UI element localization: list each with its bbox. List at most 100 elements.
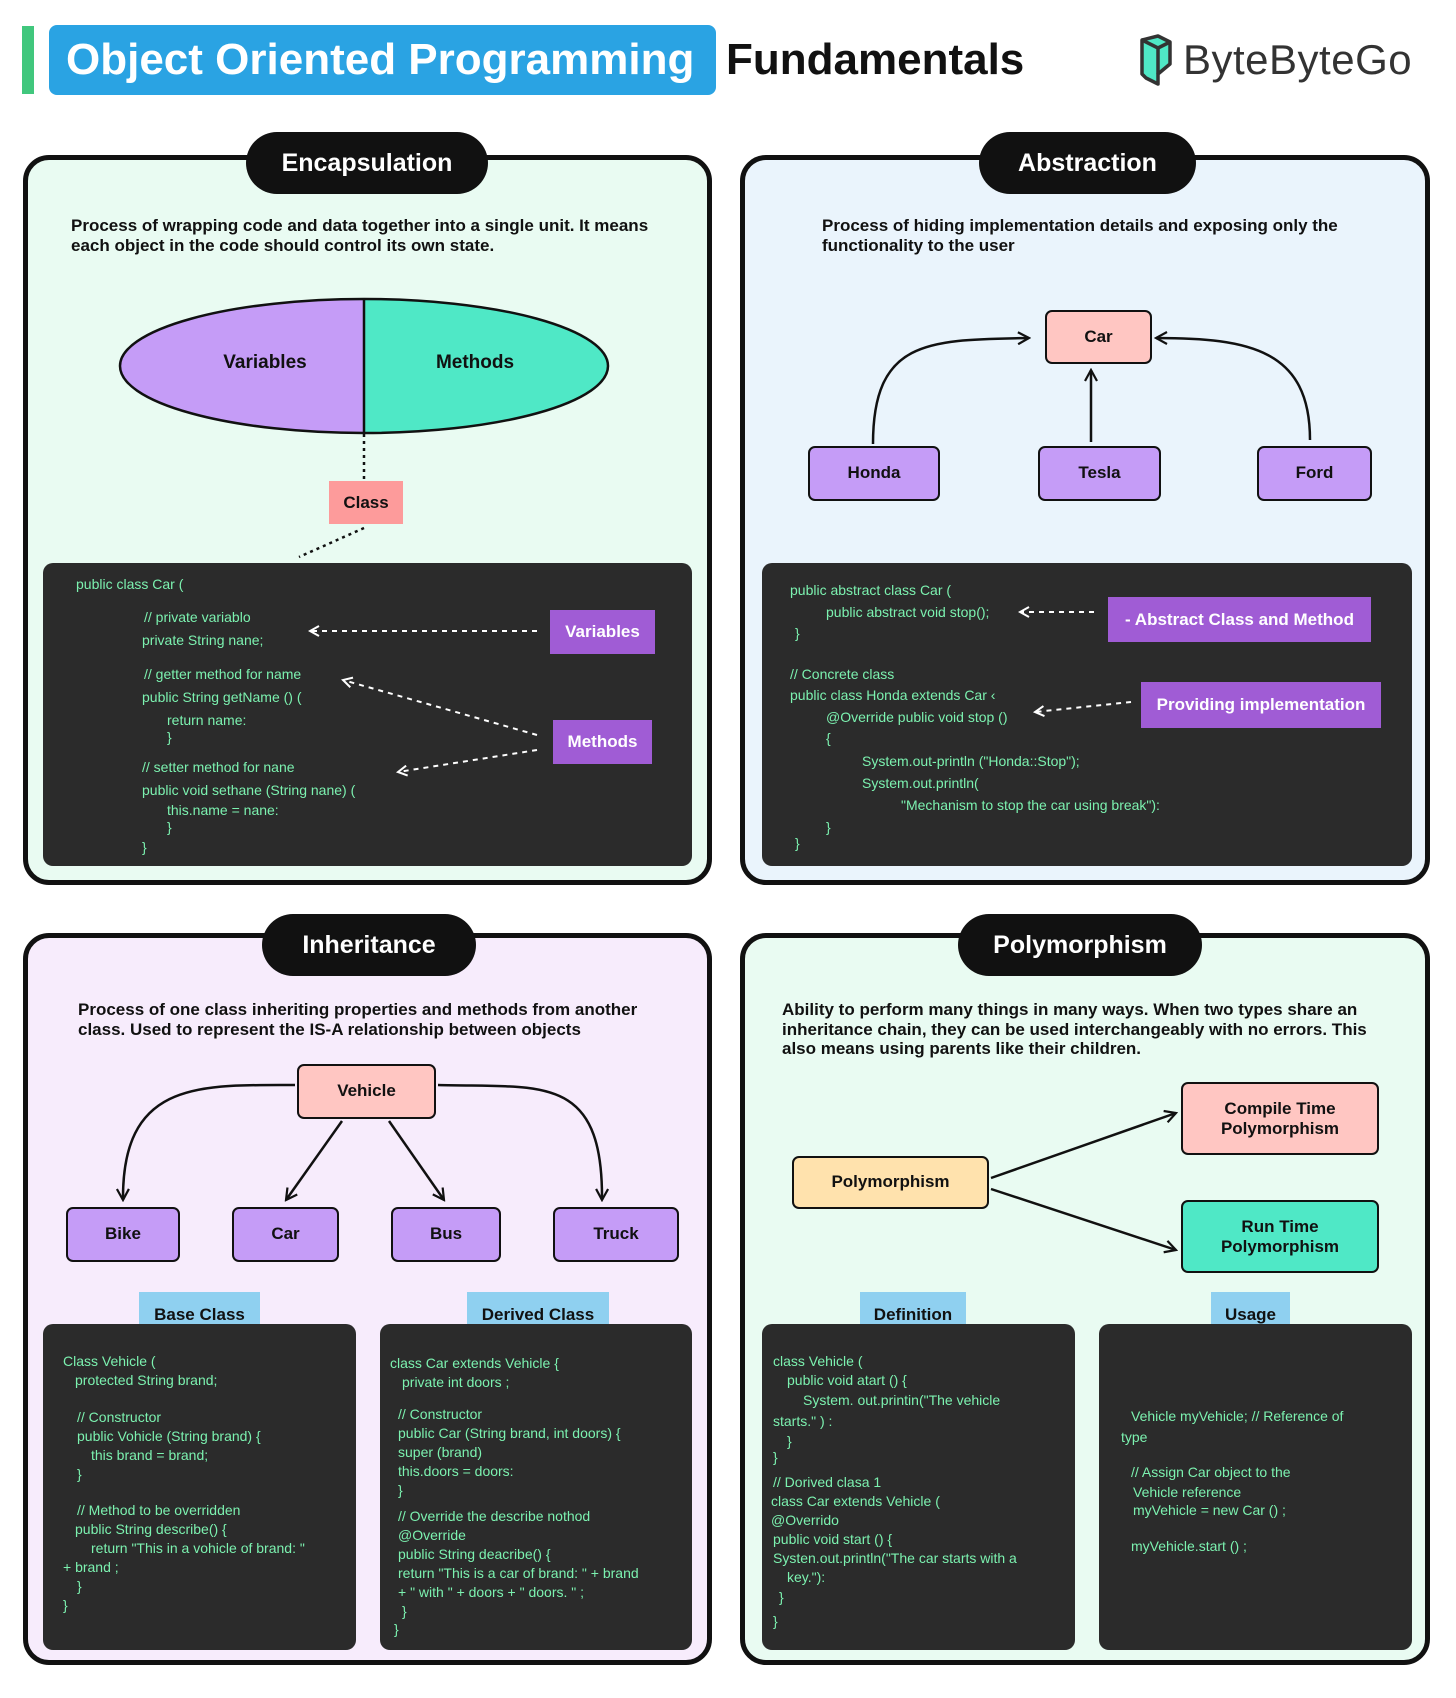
car-parent-node: Car [1045, 310, 1152, 364]
code-line: } [63, 1597, 68, 1613]
truck-node: Truck [553, 1207, 679, 1262]
code-line: } [795, 625, 800, 641]
code-line: } [167, 729, 172, 745]
code-line: // Dorived clasa 1 [773, 1474, 882, 1490]
code-line: Vehicle myVehicle; // Reference of [1131, 1408, 1344, 1424]
code-line: return name: [167, 712, 247, 728]
bike-node: Bike [66, 1207, 180, 1262]
code-line: } [826, 819, 831, 835]
polymorphism-root-node: Polymorphism [792, 1156, 989, 1209]
code-line: this.doors = doors: [398, 1463, 514, 1479]
abstraction-description: Process of hiding implementation details… [822, 216, 1338, 255]
vehicle-parent-node: Vehicle [297, 1064, 436, 1119]
code-line: // Method to be overridden [77, 1502, 241, 1518]
code-line: public abstract class Car ( [790, 582, 952, 598]
code-line: } [773, 1613, 778, 1629]
polymorphism-title: Polymorphism [958, 914, 1202, 976]
code-line: } [402, 1603, 407, 1619]
code-line: public abstract void stop(); [826, 604, 990, 620]
encapsulation-code-block: public class Car ( // private variablo p… [43, 563, 692, 866]
code-line: public String getName () ( [142, 689, 302, 705]
code-line: class Car extends Vehicle ( [771, 1493, 940, 1509]
polymorphism-description: Ability to perform many things in many w… [782, 1000, 1367, 1058]
code-line: public void sethane (String nane) ( [142, 782, 356, 798]
variables-methods-oval [118, 297, 610, 435]
definition-code-block: class Vehicle ( public void atart () { S… [762, 1324, 1075, 1650]
honda-node: Honda [808, 446, 940, 501]
code-line: System. out.printin("The vehicle [803, 1392, 1001, 1408]
code-line: this.name = nane: [167, 802, 279, 818]
code-line: @Override [398, 1527, 466, 1543]
class-label: Class [329, 481, 403, 524]
code-line: System.out-println ("Honda::Stop"); [862, 753, 1080, 769]
bytebytego-logo-icon [1140, 34, 1172, 86]
code-line: } [167, 819, 172, 835]
code-line: type [1121, 1429, 1148, 1445]
inheritance-title: Inheritance [262, 914, 476, 976]
oval-methods-label: Methods [435, 352, 515, 373]
brand-name: ByteByteGo [1183, 36, 1413, 83]
variables-tag: Variables [550, 610, 655, 654]
code-line: "Mechanism to stop the car using break")… [901, 797, 1160, 813]
code-line: } [779, 1589, 784, 1605]
code-line: // Constructor [398, 1406, 483, 1422]
code-line: } [398, 1482, 403, 1498]
code-line: public void atart () { [787, 1372, 907, 1388]
oval-variables-label: Variables [223, 352, 307, 373]
code-line: class Vehicle ( [773, 1353, 863, 1369]
usage-code-block: Vehicle myVehicle; // Reference of type … [1099, 1324, 1412, 1650]
code-line: @Override public void stop () [826, 709, 1008, 725]
code-line: } [795, 835, 800, 851]
code-line: starts." ) : [773, 1413, 833, 1429]
code-line: private String nane; [142, 632, 264, 648]
code-line: Vehicle reference [1133, 1484, 1242, 1500]
code-line: public class Car ( [76, 576, 184, 592]
title-accent-bar [22, 26, 34, 94]
code-line: // private variablo [144, 609, 251, 625]
code-line: } [77, 1466, 82, 1482]
code-line: // Assign Car object to the [1131, 1464, 1291, 1480]
page-title-highlight: Object Oriented Programming [49, 25, 716, 95]
code-line: private int doors ; [402, 1374, 510, 1390]
ford-node: Ford [1257, 446, 1372, 501]
code-line: public String describe() { [75, 1521, 227, 1537]
implementation-tag: Providing implementation [1141, 682, 1381, 728]
code-line: public void start () { [773, 1531, 893, 1547]
page-title-rest: Fundamentals [726, 35, 1025, 84]
code-line: { [826, 730, 831, 746]
code-line: key."): [787, 1569, 826, 1585]
code-line: Class Vehicle ( [63, 1353, 156, 1369]
code-line: } [142, 839, 147, 855]
code-line: // Concrete class [790, 666, 895, 682]
code-line: } [773, 1449, 778, 1465]
code-line: // Override the describe nothod [398, 1508, 591, 1524]
run-time-node: Run Time Polymorphism [1181, 1200, 1379, 1273]
compile-time-node: Compile Time Polymorphism [1181, 1082, 1379, 1155]
code-line: class Car extends Vehicle { [390, 1355, 559, 1371]
abstract-class-tag: - Abstract Class and Method [1108, 597, 1371, 642]
methods-tag: Methods [553, 720, 652, 764]
code-line: System.out.println( [862, 775, 979, 791]
code-line: + brand ; [63, 1559, 119, 1575]
abstraction-title: Abstraction [979, 132, 1196, 194]
bus-node: Bus [391, 1207, 501, 1262]
code-line: public Car (String brand, int doors) { [398, 1425, 621, 1441]
tesla-node: Tesla [1038, 446, 1161, 501]
code-line: public Vohicle (String brand) { [77, 1428, 261, 1444]
code-line: // getter method for name [144, 666, 302, 682]
code-line: } [787, 1433, 792, 1449]
code-line: return "This is a car of brand: " + bran… [398, 1565, 639, 1581]
base-class-code-block: Class Vehicle ( protected String brand; … [43, 1324, 356, 1650]
code-line: return "This in a vohicle of brand: " [91, 1540, 305, 1556]
code-line: public class Honda extends Car ‹ [790, 687, 996, 703]
code-line: protected String brand; [75, 1372, 218, 1388]
code-line: super (brand) [398, 1444, 483, 1460]
inheritance-description: Process of one class inheriting properti… [78, 1000, 638, 1039]
code-line: this brand = brand; [91, 1447, 209, 1463]
code-line: @Overrido [771, 1512, 839, 1528]
code-line: Systen.out.println("The car starts with … [773, 1550, 1017, 1566]
code-line: myVehicle.start () ; [1131, 1538, 1247, 1554]
encapsulation-title: Encapsulation [246, 132, 488, 194]
code-line: public String deacribe() { [398, 1546, 551, 1562]
code-line: // setter method for nane [142, 759, 295, 775]
